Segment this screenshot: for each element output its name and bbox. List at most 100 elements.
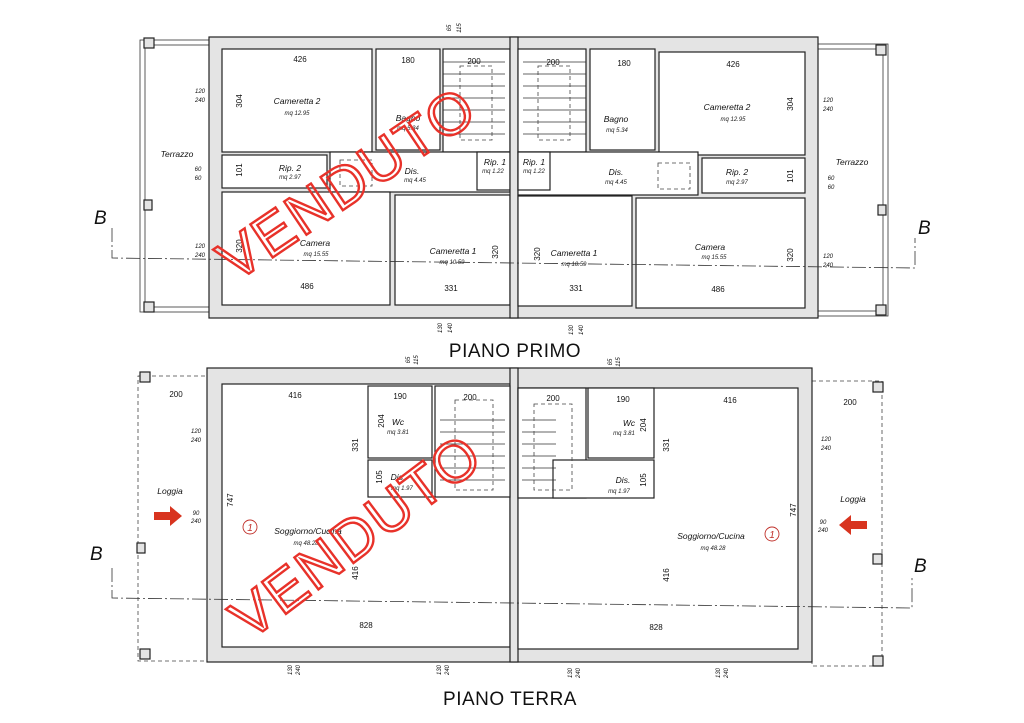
plan-label: 486	[300, 282, 314, 291]
plan-label: 320	[786, 248, 795, 262]
room-wc-right	[587, 387, 655, 459]
plan-label: mq 3.81	[387, 430, 409, 436]
section-mark-b: B	[914, 556, 927, 577]
plan-label: 200	[467, 57, 481, 66]
plan-label: 180	[617, 59, 631, 68]
plan-label: Loggia	[840, 494, 866, 504]
plan-label: 130	[568, 667, 574, 678]
plan-label: mq 1.97	[608, 489, 630, 495]
plan-label: 120	[191, 429, 202, 435]
plan-label: mq 5.34	[397, 126, 419, 132]
plan-label: 240	[822, 107, 834, 113]
plan-label: 200	[843, 398, 857, 407]
plan-label: 65	[447, 24, 453, 31]
entrance-arrow-icon	[839, 515, 867, 535]
room-cameretta2-right	[658, 51, 806, 156]
plan-label: Dis.	[609, 167, 624, 177]
plan-label: 204	[639, 418, 648, 432]
plan-label: mq 4.45	[404, 178, 426, 184]
plan-label: Dis.	[616, 475, 631, 485]
unit-number-badge	[764, 526, 780, 542]
plan-label: 240	[194, 98, 206, 104]
plan-label: mq 5.34	[606, 128, 628, 134]
plan-label: mq 48.28	[293, 541, 319, 547]
plan-label: mq 1.22	[523, 169, 545, 175]
plan-label: mq 12.95	[284, 111, 310, 117]
plan-label: Camera	[695, 242, 726, 252]
plan-label: 416	[351, 566, 360, 580]
plan-label: 105	[375, 470, 384, 484]
plan-label: 90	[193, 511, 200, 517]
room-camera-left	[221, 191, 391, 306]
plan-label: 60	[195, 167, 202, 173]
plan-label: mq 1.97	[391, 486, 413, 492]
plan-label: Bagno	[396, 113, 421, 123]
room-dis-left	[367, 459, 433, 498]
plan-label: mq 48.28	[700, 546, 726, 552]
plan-label: 101	[786, 169, 795, 183]
room-cameretta1-right	[517, 195, 633, 307]
plan-label: 331	[351, 438, 360, 452]
plan-label: 240	[445, 664, 451, 676]
plan-label: mq 4.45	[605, 180, 627, 186]
plan-label: 200	[463, 393, 477, 402]
plan-label: 190	[616, 395, 630, 404]
plan-label: 120	[823, 254, 834, 260]
plan-label: Wc	[392, 417, 405, 427]
plan-label: Cameretta 2	[274, 96, 321, 106]
section-mark-b: B	[918, 218, 931, 239]
plan-label: 90	[820, 520, 827, 526]
plan-label: 130	[716, 667, 722, 678]
plan-label: 204	[377, 414, 386, 428]
plan-label: 130	[569, 324, 575, 335]
room-cameretta2-left	[221, 48, 373, 153]
plan-label: Terrazzo	[836, 157, 869, 167]
plan-label: 180	[401, 56, 415, 65]
room-camera-right	[635, 197, 806, 309]
plan-label: 320	[235, 239, 244, 253]
plan-label: 331	[569, 284, 583, 293]
plan-label: 115	[616, 357, 622, 367]
plan-label: 416	[723, 396, 737, 405]
piano-terra-plan: B B Soggiorno/Cucina mq 48.28 Wc mq 3.81…	[90, 355, 927, 710]
plan-label: 240	[190, 519, 202, 525]
plan-label: 240	[820, 446, 832, 452]
plan-label: 1	[769, 530, 775, 541]
plan-label: mq 10.59	[439, 260, 465, 266]
room-wc-left	[367, 385, 433, 459]
piano-terra-title: PIANO TERRA	[443, 689, 577, 710]
plan-label: Rip. 2	[279, 163, 301, 173]
plan-label: 304	[786, 97, 795, 111]
room-cameretta1-left	[394, 194, 511, 306]
plan-label: 240	[194, 253, 206, 259]
plan-label: 331	[444, 284, 458, 293]
plan-label: 200	[546, 58, 560, 67]
plan-label: 416	[288, 391, 302, 400]
plan-label: 140	[448, 322, 454, 333]
plan-label: 320	[491, 245, 500, 259]
entrance-arrow-icon	[154, 506, 182, 526]
plan-label: 120	[821, 437, 832, 443]
plan-label: Dis.	[391, 472, 406, 482]
plan-label: 240	[190, 438, 202, 444]
plan-label: 240	[822, 263, 834, 269]
plan-label: 130	[288, 664, 294, 675]
plan-label: 240	[576, 667, 582, 679]
section-mark-b: B	[90, 544, 103, 565]
plan-label: Rip. 2	[726, 167, 748, 177]
plan-label: mq 3.81	[613, 431, 635, 437]
plan-label: Rip. 1	[523, 157, 545, 167]
plan-label: mq 1.22	[482, 169, 504, 175]
room-stair-left	[434, 385, 511, 498]
plan-label: 65	[406, 356, 412, 363]
plan-label: 190	[393, 392, 407, 401]
plan-label: 130	[438, 322, 444, 333]
plan-label: 486	[711, 285, 725, 294]
plan-label: 130	[437, 664, 443, 675]
section-mark-b: B	[94, 208, 107, 229]
plan-label: Rip. 1	[484, 157, 506, 167]
plan-label: 331	[662, 438, 671, 452]
plan-label: Soggiorno/Cucina	[274, 526, 342, 536]
plan-label: Cameretta 2	[704, 102, 751, 112]
